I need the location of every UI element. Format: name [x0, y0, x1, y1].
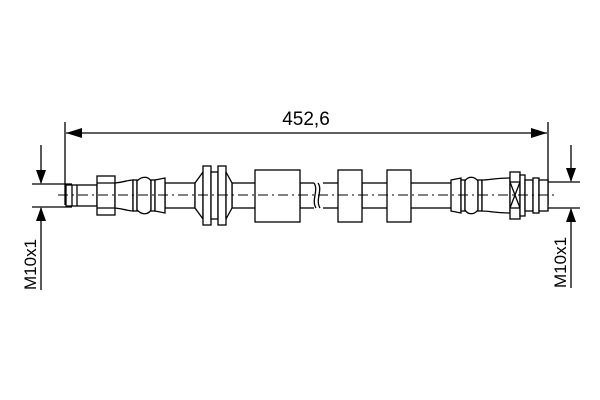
protective-sleeve-3: [386, 169, 412, 223]
length-label: 452,6: [282, 109, 330, 130]
protective-sleeve-2: [337, 169, 363, 223]
right-arrowhead-icon: [531, 128, 547, 138]
flat-cross-line: [509, 181, 521, 209]
left-thread-dimension: M10x1: [21, 145, 72, 290]
left-thread-label: M10x1: [21, 239, 40, 290]
left-thread-up-arrow-icon: [36, 207, 46, 221]
grommet-right-taper: [225, 171, 233, 220]
right-thread-label: M10x1: [551, 237, 570, 288]
length-dimension: 452,6: [64, 109, 549, 205]
right-ferrule-collar: [450, 177, 462, 214]
left-thread-down-arrow-icon: [36, 170, 46, 184]
right-thread-dimension: M10x1: [540, 145, 580, 288]
left-arrowhead-icon: [66, 128, 82, 138]
right-thread-down-arrow-icon: [566, 168, 576, 182]
right-thread-up-arrow-icon: [566, 208, 576, 222]
protective-sleeve-1: [254, 169, 301, 223]
